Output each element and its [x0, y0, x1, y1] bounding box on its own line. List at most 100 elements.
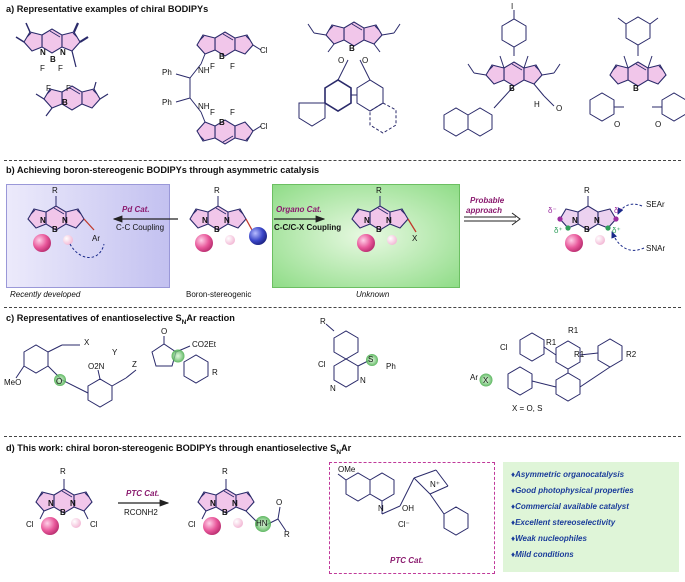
probable-label: Probable	[470, 196, 505, 205]
ptc-oh: OH	[402, 504, 414, 513]
d2-o: O	[276, 498, 283, 507]
feature-5: ♦Weak nucleophiles	[511, 534, 587, 543]
d1-cl1: Cl	[26, 520, 34, 529]
a2-b: B	[219, 52, 225, 61]
d1-b: B	[60, 508, 66, 517]
b4-b: B	[584, 225, 590, 234]
d2-cl: Cl	[188, 520, 196, 529]
feature-1: ♦Asymmetric organocatalysis	[511, 470, 625, 479]
a2-f3: F	[210, 108, 215, 117]
delta-minus-left: δ⁻	[548, 206, 557, 215]
ccx-coupling-label: C-C/C-X Coupling	[274, 223, 342, 232]
ptc-ome: OMe	[338, 465, 356, 474]
d1-n2: N	[70, 499, 76, 508]
ptc-cat-arrow-label: PTC Cat.	[126, 489, 160, 498]
c4-ar: Ar	[470, 373, 478, 382]
feature-2: ♦Good photophysical properties	[511, 486, 634, 495]
a5-b: B	[633, 84, 639, 93]
divider-c-d	[4, 436, 681, 437]
c2-o: O	[161, 327, 168, 336]
c4-cl: Cl	[500, 343, 508, 352]
ptc-n: N	[378, 504, 384, 513]
a2-nh2: NH	[198, 102, 210, 111]
a4-o: O	[556, 104, 563, 113]
d2-b: B	[222, 508, 228, 517]
c4-r1-mid: R1	[574, 350, 585, 359]
se-ar-label: SEAr	[646, 200, 665, 209]
section-c-title: c) Representatives of enantioselective S…	[6, 313, 235, 326]
c2-co2et: CO2Et	[192, 340, 217, 349]
divider-a-b	[4, 160, 681, 161]
section-d-title: d) This work: chiral boron-stereogenic B…	[6, 443, 352, 456]
b2-n2: N	[224, 216, 230, 225]
cc-coupling-label: C-C Coupling	[116, 223, 165, 232]
rconh2-label: RCONH2	[124, 508, 158, 517]
b1-r: R	[52, 186, 58, 195]
feature-4: ♦Excellent stereoselectivity	[511, 518, 616, 527]
feature-6: ♦Mild conditions	[511, 550, 574, 559]
a2-nh1: NH	[198, 66, 210, 75]
b4-n1: N	[572, 216, 578, 225]
b1-b: B	[52, 225, 58, 234]
c1-no2: O2N	[88, 362, 105, 371]
feature-3: ♦Commercial available catalyst	[511, 502, 629, 511]
a4-b: B	[509, 84, 515, 93]
a1-f1: F	[40, 64, 45, 73]
a1-f2: F	[58, 64, 63, 73]
ptc-caption: PTC Cat.	[390, 556, 424, 565]
a1-b2: B	[62, 98, 68, 107]
delta-plus-left: δ⁺	[554, 226, 563, 235]
c1-x: X	[84, 338, 90, 347]
organo-cat-label: Organo Cat.	[276, 205, 322, 214]
b2-r: R	[214, 186, 220, 195]
a2-cl2: Cl	[260, 122, 268, 131]
unknown-label: Unknown	[356, 290, 390, 299]
c4-x-eq: X = O, S	[512, 404, 543, 413]
b2-b: B	[214, 225, 220, 234]
a2-ph1: Ph	[162, 68, 172, 77]
a2-cl1: Cl	[260, 46, 268, 55]
a2-b2: B	[219, 118, 225, 127]
c1-o: O	[56, 377, 63, 386]
recently-developed-label: Recently developed	[10, 290, 81, 299]
c1-meo: MeO	[4, 378, 22, 387]
a4-h: H	[534, 100, 540, 109]
c4-r1-top: R1	[568, 326, 579, 335]
d2-n2: N	[232, 499, 238, 508]
d2-n1: N	[210, 499, 216, 508]
a1-n-right: N	[60, 48, 66, 57]
c3-ph: Ph	[386, 362, 396, 371]
a3-o1: O	[338, 56, 345, 65]
c4-x: X	[483, 376, 489, 385]
features-box: ♦Asymmetric organocatalysis ♦Good photop…	[503, 462, 679, 572]
b2-n1: N	[202, 216, 208, 225]
c4-r1-left: R1	[546, 338, 557, 347]
b3-n2: N	[386, 216, 392, 225]
a1-f4: F	[66, 84, 71, 93]
divider-b-c	[4, 307, 681, 308]
c1-z: Z	[132, 360, 137, 369]
ptc-cl-minus: Cl⁻	[398, 520, 410, 529]
c1-y: Y	[112, 348, 118, 357]
b1-n2: N	[62, 216, 68, 225]
molecule-a1	[15, 22, 89, 68]
a2-ph2: Ph	[162, 98, 172, 107]
ptc-catalyst-box	[329, 462, 495, 574]
boron-stereogenic-label: Boron-stereogenic	[186, 290, 252, 299]
d1-cl2: Cl	[90, 520, 98, 529]
sn-ar-label: SNAr	[646, 244, 666, 253]
a5-o2: O	[655, 120, 662, 129]
c2-r: R	[212, 368, 218, 377]
b3-x: X	[412, 234, 418, 243]
a2-f1: F	[210, 62, 215, 71]
a2-f4: F	[230, 108, 235, 117]
a3-b: B	[349, 44, 355, 53]
c3-cl: Cl	[318, 360, 326, 369]
recently-developed-box	[6, 184, 170, 288]
c3-n1: N	[330, 384, 336, 393]
d2-r: R	[222, 467, 228, 476]
ptc-n-plus: N⁺	[430, 480, 440, 489]
delta-plus-right: δ⁺	[612, 226, 621, 235]
